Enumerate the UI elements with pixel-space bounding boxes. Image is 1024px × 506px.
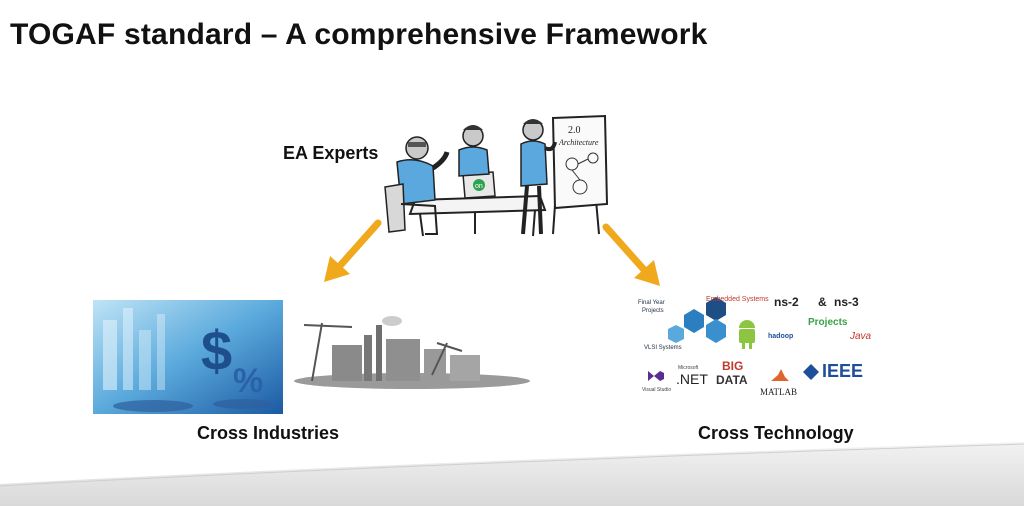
whiteboard-text-version: 2.0	[568, 125, 581, 136]
tech-microsoft: Microsoft	[678, 365, 699, 371]
tech-vlsi: VLSI Systems	[644, 345, 682, 351]
whiteboard-text-architecture: Architecture	[558, 138, 599, 147]
tech-hadoop: hadoop	[768, 333, 794, 340]
industry-image	[294, 316, 530, 389]
tech-dotnet: .NET	[676, 371, 708, 387]
tech-embedded: Embedded Systems	[706, 296, 769, 303]
ea-experts-label: EA Experts	[283, 143, 379, 163]
tech-ns3: ns-3	[834, 295, 859, 309]
ieee-diamond-icon	[803, 364, 819, 380]
svg-text:%: %	[233, 362, 263, 400]
arrow-left-icon	[324, 219, 382, 282]
laptop-badge: on	[475, 183, 483, 190]
tech-ns2: ns-2	[774, 295, 799, 309]
matlab-icon	[771, 369, 789, 381]
hexagon-cluster-icon	[668, 297, 726, 343]
tech-data: DATA	[716, 373, 748, 387]
tech-visual-studio: Visual Studio	[642, 387, 672, 393]
slide-title: TOGAF standard – A comprehensive Framewo…	[10, 18, 708, 51]
cross-industries-label: Cross Industries	[197, 423, 340, 443]
android-icon	[739, 320, 755, 349]
tech-final-year: Final Year	[638, 300, 665, 306]
bottom-swoosh-decoration	[0, 442, 1024, 506]
tech-matlab: MATLAB	[760, 387, 798, 397]
person-middle	[458, 125, 490, 177]
tech-java: Java	[850, 331, 872, 342]
tech-amp: &	[818, 295, 827, 309]
technology-collage: Final Year Projects Embedded Systems ns-…	[636, 293, 888, 403]
finance-image: $ %	[93, 300, 283, 414]
person-right	[520, 119, 557, 235]
tech-projects: Projects	[808, 317, 848, 328]
person-left	[384, 136, 450, 235]
visual-studio-icon	[648, 371, 664, 381]
cross-technology-label: Cross Technology	[698, 423, 854, 443]
tech-ieee: IEEE	[822, 361, 864, 381]
tech-big: BIG	[722, 359, 744, 373]
ea-experts-illustration: 2.0 Architecture on	[384, 114, 609, 237]
whiteboard-easel: 2.0 Architecture	[551, 114, 609, 235]
arrow-right-icon	[602, 223, 660, 286]
tech-projects-small: Projects	[642, 308, 664, 314]
meeting-table	[408, 194, 547, 237]
svg-text:$: $	[201, 319, 232, 382]
